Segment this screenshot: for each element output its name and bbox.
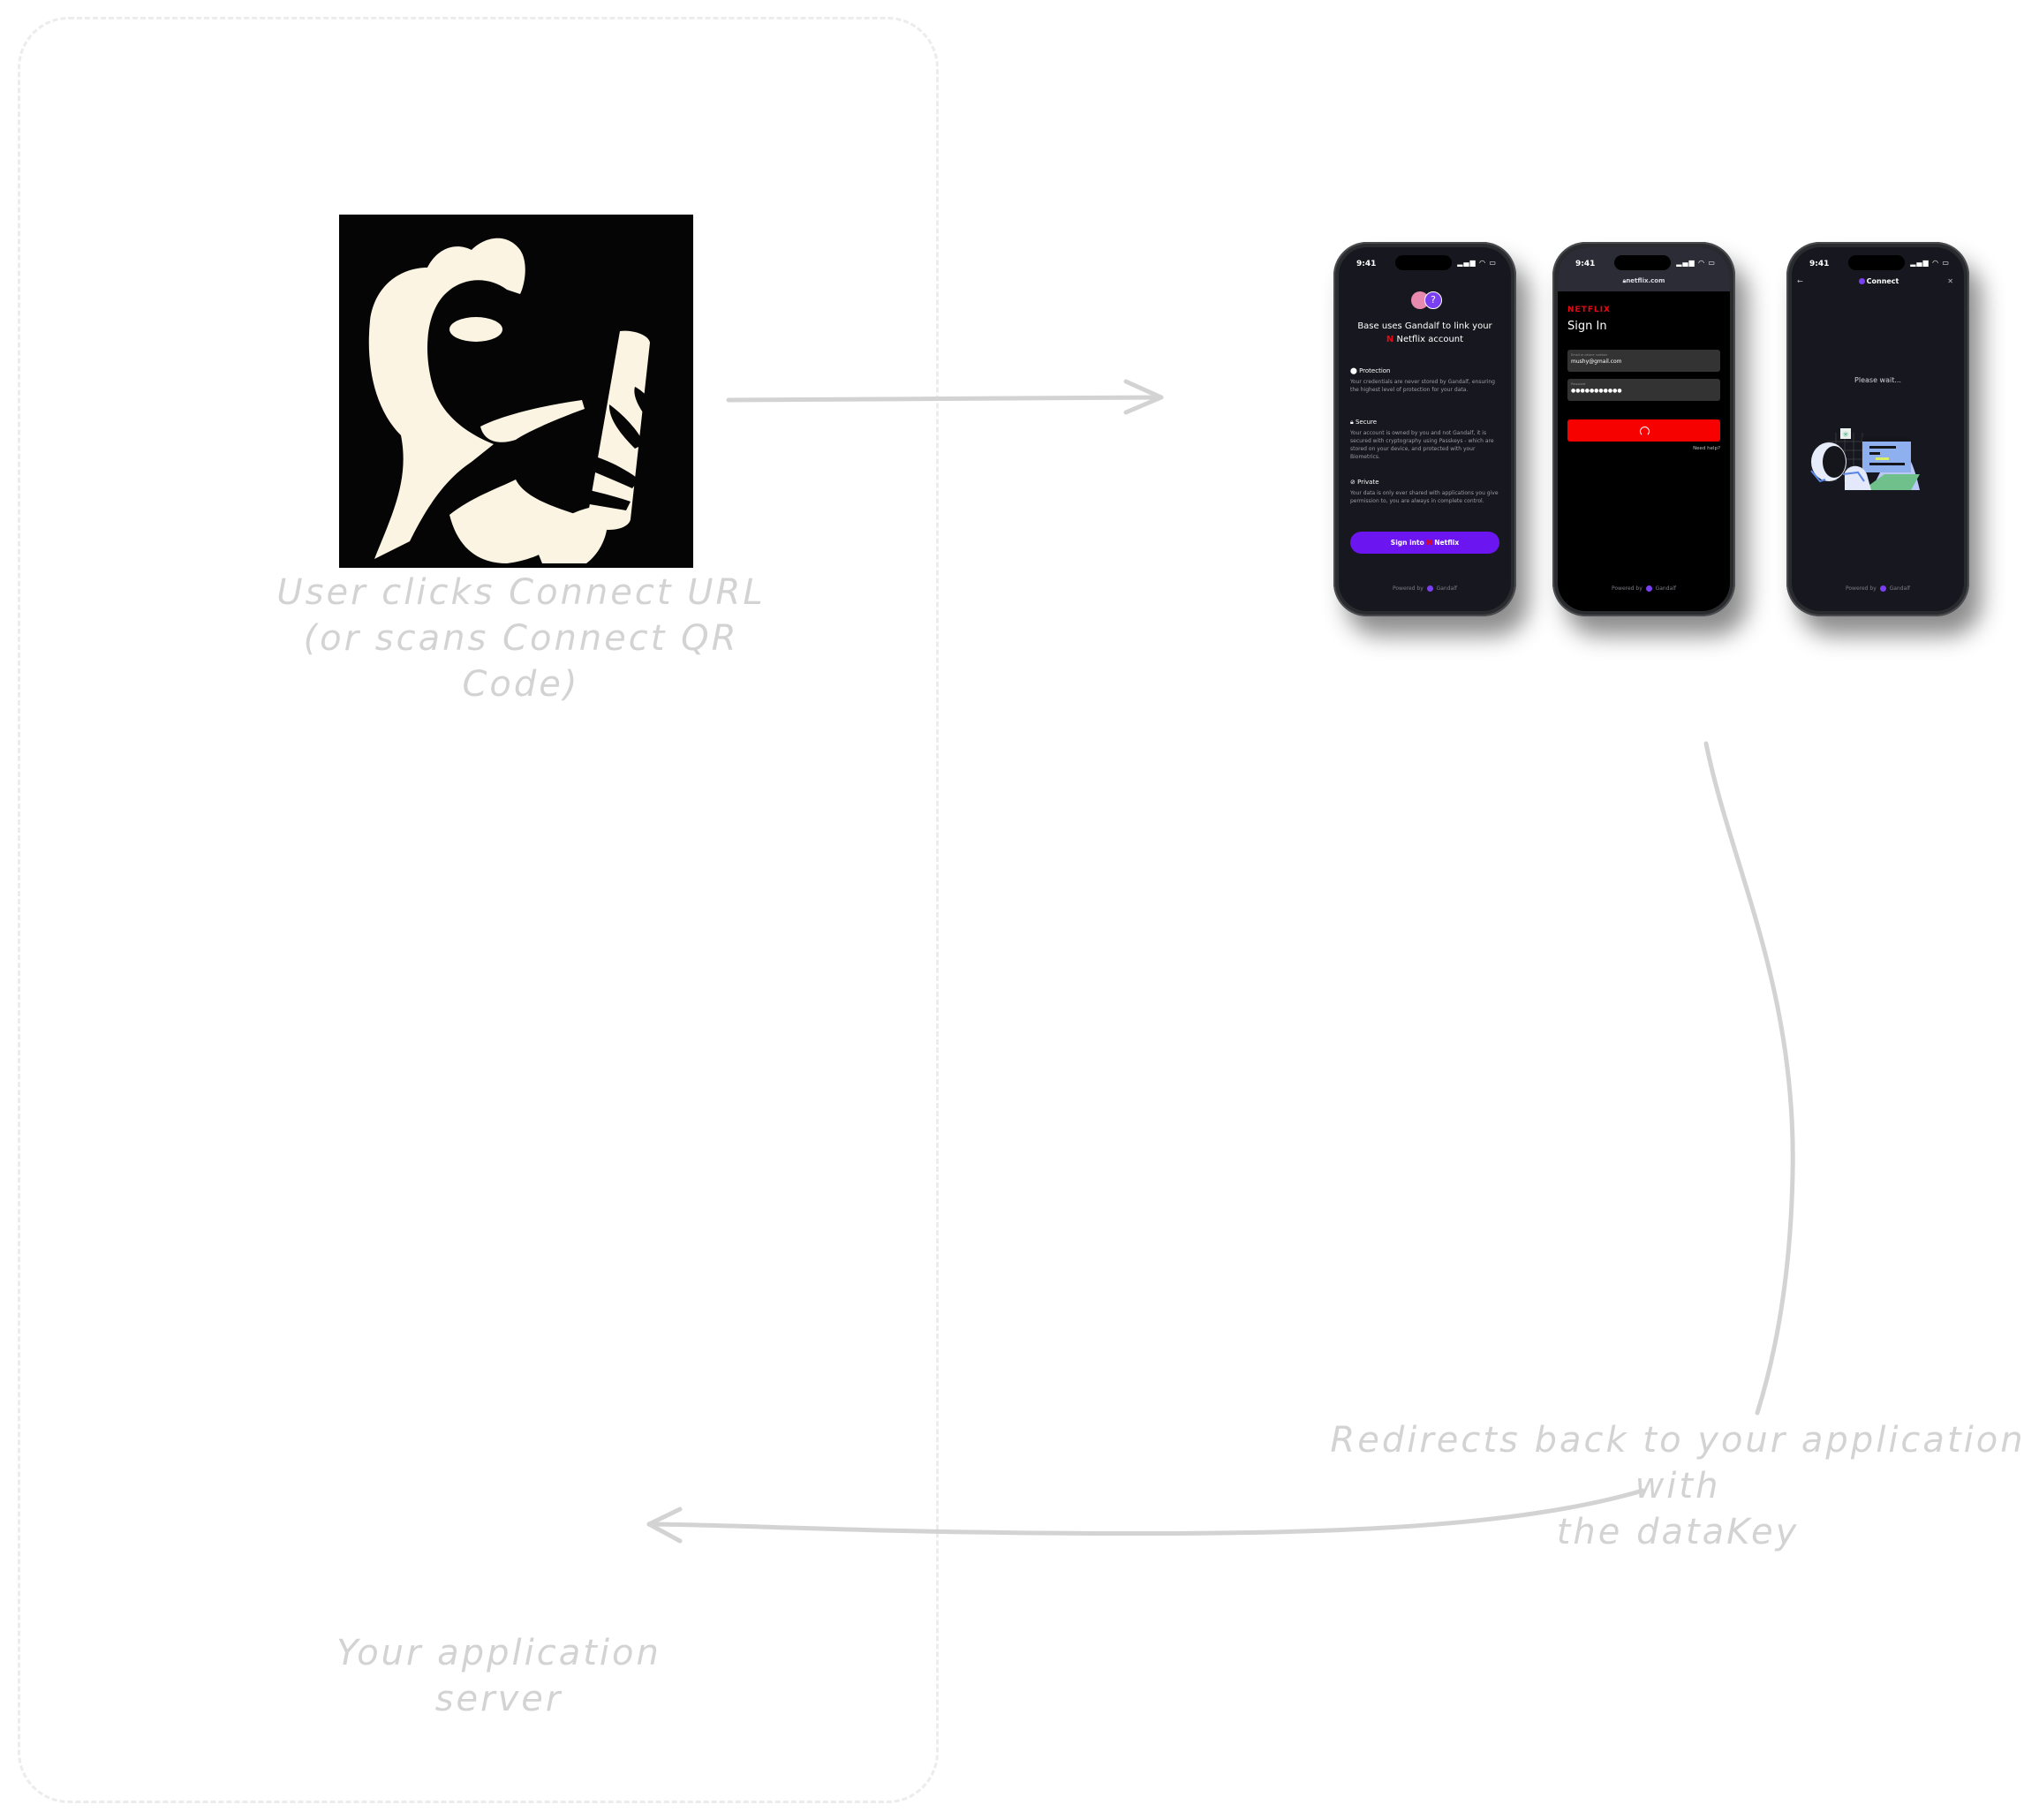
redirect-datakey-label: Redirects back to your application with … (1316, 1417, 2039, 1555)
feature-body: Your data is only ever shared with appli… (1350, 490, 1499, 504)
application-boundary-container (18, 17, 939, 1803)
signal-wifi-battery-icon: ▂▄▆ ◠ ▭ (1910, 259, 1950, 267)
app-avatars: ? (1411, 291, 1446, 311)
feature-heading: Protection (1359, 367, 1391, 374)
close-icon[interactable]: ✕ (1947, 277, 1953, 285)
powered-by-gandalf: Powered by Gandalf (1339, 585, 1511, 592)
connect-arrow (726, 395, 1164, 403)
return-arrow (646, 1488, 1645, 1537)
status-bar: 9:41 ▂▄▆ ◠ ▭ (1792, 247, 1964, 274)
cta-suffix: Netflix (1434, 539, 1460, 547)
dynamic-island (1848, 255, 1905, 270)
user-phone-illustration (339, 215, 693, 568)
phone-screen: 9:41 ▂▄▆ ◠ ▭ ? Base uses Gandalf to link… (1339, 247, 1511, 611)
powered-prefix: Powered by (1392, 585, 1424, 592)
feature-body: Your account is owned by you and not Gan… (1350, 430, 1494, 460)
lock-icon: 🔒︎ (1622, 277, 1627, 284)
user-clicks-connect-label: User clicks Connect URL (or scans Connec… (256, 570, 786, 707)
connect-nav-bar: ← Connect ✕ (1792, 277, 1964, 291)
sign-into-netflix-button[interactable]: Sign into N Netflix (1350, 532, 1499, 554)
netflix-n-icon: N (1426, 539, 1432, 547)
phone-screen: 9:41 ▂▄▆ ◠ ▭ ← Connect ✕ Please wait... … (1792, 247, 1964, 611)
email-value: mushy@gmail.com (1571, 359, 1622, 365)
eye-off-icon: ⊘ (1350, 479, 1356, 486)
return-arrowhead (646, 1507, 683, 1544)
robot-working-illustration: ✳ (1810, 428, 1920, 490)
status-time: 9:41 (1575, 260, 1596, 268)
gandalf-logo-icon (1879, 585, 1886, 592)
netflix-n-icon: N (1386, 335, 1394, 344)
powered-prefix: Powered by (1611, 585, 1643, 592)
feature-heading: Secure (1355, 419, 1378, 426)
consent-title-line-2: Netflix account (1396, 335, 1464, 344)
need-help-link[interactable]: Need help? (1693, 446, 1720, 451)
url-text: netflix.com (1626, 277, 1665, 284)
browser-url-bar[interactable]: 🔒︎netflix.com (1558, 277, 1730, 285)
feature-secure: 🔒︎ Secure Your account is owned by you a… (1350, 419, 1502, 461)
powered-brand: Gandalf (1436, 585, 1458, 592)
redirect-step-line-1: Redirects back to your application with (1330, 1420, 2026, 1507)
back-arrow-icon[interactable]: ← (1797, 277, 1803, 285)
status-bar: 9:41 ▂▄▆ ◠ ▭ 🔒︎netflix.com (1558, 247, 1730, 291)
powered-by-gandalf: Powered by Gandalf (1792, 585, 1964, 592)
powered-prefix: Powered by (1845, 585, 1877, 592)
cta-prefix: Sign into (1390, 539, 1424, 547)
powered-brand: Gandalf (1655, 585, 1677, 592)
feature-body: Your credentials are never stored by Gan… (1350, 379, 1495, 393)
gandalf-logo-icon (1645, 585, 1652, 592)
netflix-logo: NETFLIX (1567, 306, 1611, 314)
feature-protection: ⬤ Protection Your credentials are never … (1350, 367, 1502, 394)
signal-wifi-battery-icon: ▂▄▆ ◠ ▭ (1676, 259, 1716, 267)
feature-private: ⊘ Private Your data is only ever shared … (1350, 479, 1502, 505)
consent-title: Base uses Gandalf to link your N Netflix… (1346, 320, 1504, 346)
please-wait-text: Please wait... (1854, 376, 1901, 384)
signin-submit-button[interactable] (1567, 419, 1720, 442)
phone-gandalf-consent: 9:41 ▂▄▆ ◠ ▭ ? Base uses Gandalf to link… (1333, 242, 1516, 616)
gandalf-logo-icon (1426, 585, 1433, 592)
return-curve (1703, 741, 1795, 1416)
status-time: 9:41 (1356, 260, 1377, 268)
connect-title: Connect (1792, 277, 1964, 285)
status-bar: 9:41 ▂▄▆ ◠ ▭ (1339, 247, 1511, 274)
signin-heading: Sign In (1567, 320, 1607, 333)
feature-heading: Private (1357, 479, 1379, 486)
signal-wifi-battery-icon: ▂▄▆ ◠ ▭ (1457, 259, 1497, 267)
powered-brand: Gandalf (1889, 585, 1911, 592)
password-value: ●●●●●●●●●●● (1571, 388, 1622, 394)
password-field[interactable]: Password ●●●●●●●●●●● (1567, 379, 1720, 401)
shield-icon: ⬤ (1350, 367, 1357, 374)
phone-connect-wait: 9:41 ▂▄▆ ◠ ▭ ← Connect ✕ Please wait... … (1786, 242, 1969, 616)
consent-title-line-1: Base uses Gandalf to link your (1357, 321, 1492, 331)
email-field[interactable]: Email or phone number mushy@gmail.com (1567, 350, 1720, 372)
password-label: Password (1571, 382, 1586, 386)
connect-arrowhead (1123, 379, 1164, 415)
lock-icon: 🔒︎ (1350, 419, 1354, 426)
redirect-step-line-2: the dataKey (1556, 1512, 1800, 1552)
svg-text:✳: ✳ (1842, 431, 1849, 440)
phone-netflix-signin: 9:41 ▂▄▆ ◠ ▭ 🔒︎netflix.com NETFLIX Sign … (1552, 242, 1735, 616)
user-step-line-1: User clicks Connect URL (276, 572, 766, 613)
status-time: 9:41 (1809, 260, 1830, 268)
user-step-line-2: (or scans Connect QR Code) (303, 618, 739, 705)
loading-spinner-icon (1639, 426, 1650, 436)
gandalf-logo-icon (1858, 278, 1865, 284)
gandalf-logo-icon: ? (1424, 291, 1442, 309)
phone-screen: 9:41 ▂▄▆ ◠ ▭ 🔒︎netflix.com NETFLIX Sign … (1558, 247, 1730, 611)
dynamic-island (1395, 255, 1452, 270)
connect-title-text: Connect (1866, 277, 1899, 285)
application-server-label: Your application server (336, 1633, 661, 1719)
dynamic-island (1614, 255, 1671, 270)
powered-by-gandalf: Powered by Gandalf (1558, 585, 1730, 592)
email-label: Email or phone number (1571, 353, 1608, 357)
